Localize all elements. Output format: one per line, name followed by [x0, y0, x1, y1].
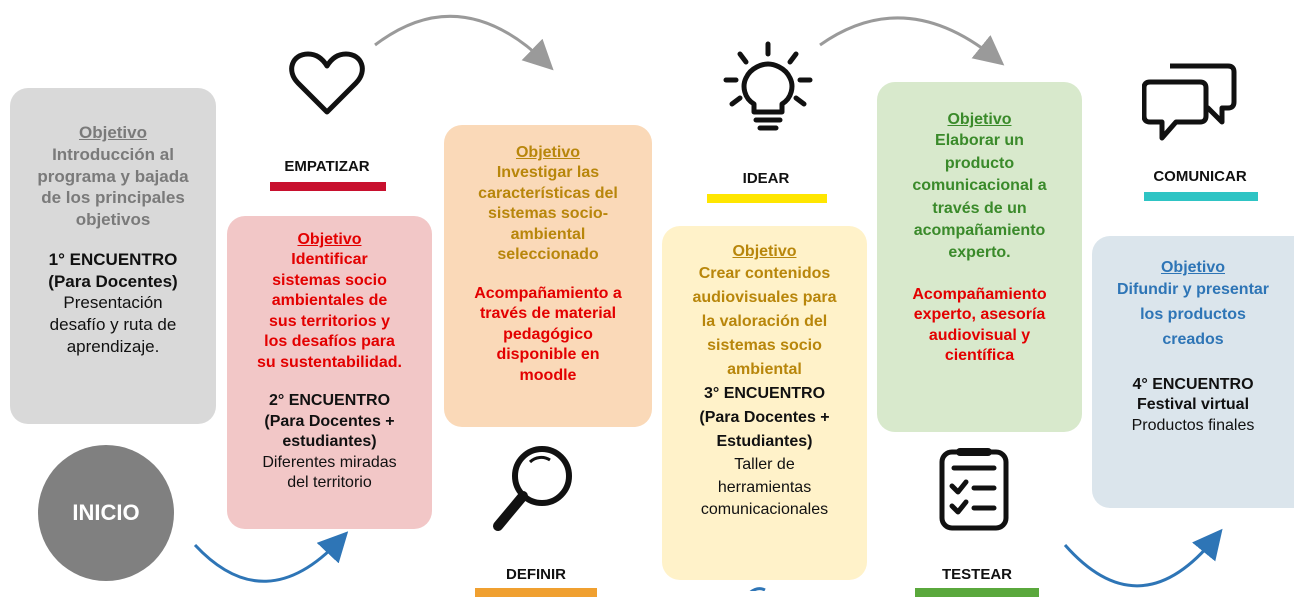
magnifier-icon — [490, 440, 580, 541]
empatizar-objective-title: Objetivo — [297, 231, 362, 248]
lightbulb-icon — [718, 40, 818, 145]
comunicar-meeting: 4° ENCUENTRO Festival virtual — [1132, 375, 1254, 414]
arrow-bottom-2 — [749, 587, 766, 591]
comunicar-objective-title: Objetivo — [1160, 259, 1225, 276]
empatizar-objective-text: Identificar sistemas socio ambientales d… — [257, 251, 402, 371]
comunicar-objective-text: Difundir y presentar los productos cread… — [1116, 281, 1270, 349]
definir-support: Acompañamiento a través de material peda… — [474, 284, 622, 384]
comunicar-detail: Productos finales — [1131, 416, 1255, 434]
empatizar-meeting: 2° ENCUENTRO (Para Docentes + estudiante… — [264, 392, 395, 451]
stage-label-testear: TESTEAR — [941, 566, 1012, 583]
testear-objective-title: Objetivo — [947, 111, 1012, 128]
stage-label-empatizar: EMPATIZAR — [284, 158, 370, 175]
start-circle: INICIO — [38, 445, 174, 581]
definir-objective-title: Objetivo — [515, 144, 580, 161]
intro-objective-title: Objetivo — [78, 123, 147, 142]
arrow-bottom-1 — [193, 531, 349, 583]
stage-label-comunicar: COMUNICAR — [1153, 168, 1247, 185]
stage-label-idear: IDEAR — [742, 170, 790, 187]
stage-bar-empatizar — [270, 182, 386, 191]
idear-detail: Taller de herramientas comunicacionales — [700, 456, 829, 519]
chat-bubbles-icon — [1141, 60, 1238, 149]
testear-objective-text: Elaborar un producto comunicacional a tr… — [912, 132, 1047, 262]
intro-meeting: 1° ENCUENTRO (Para Docentes) — [48, 249, 178, 291]
heart-icon — [288, 48, 366, 123]
intro-objective-text: Introducción al programa y bajada de los… — [37, 144, 189, 229]
testear-support: Acompañamiento experto, asesoría audiovi… — [912, 285, 1047, 365]
stage-bar-comunicar — [1144, 192, 1258, 201]
idear-card: Objetivo Crear contenidos audiovisuales … — [662, 226, 867, 580]
stage-bar-definir — [475, 588, 597, 597]
definir-objective-text: Investigar las características del siste… — [478, 164, 618, 264]
idear-objective-title: Objetivo — [732, 243, 797, 260]
stage-label-definir: DEFINIR — [506, 566, 566, 583]
idear-meeting: 3° ENCUENTRO (Para Docentes + Estudiante… — [699, 385, 830, 451]
definir-card: Objetivo Investigar las características … — [444, 125, 652, 427]
arrow-top-2 — [819, 16, 1005, 66]
testear-card: Objetivo Elaborar un producto comunicaci… — [877, 82, 1082, 432]
idear-objective-text: Crear contenidos audiovisuales para la v… — [692, 265, 837, 379]
arrow-top-1 — [374, 14, 554, 71]
checklist-icon — [938, 448, 1010, 537]
comunicar-card: Objetivo Difundir y presentar los produc… — [1092, 236, 1294, 508]
intro-card: Objetivo Introducción al programa y baja… — [10, 88, 216, 424]
empatizar-card: Objetivo Identificar sistemas socio ambi… — [227, 216, 432, 529]
stage-bar-testear — [915, 588, 1039, 597]
stage-bar-idear — [707, 194, 827, 203]
empatizar-detail: Diferentes miradas del territorio — [262, 453, 397, 492]
intro-detail: Presentación desafío y ruta de aprendiza… — [49, 293, 177, 356]
arrow-bottom-3 — [1063, 528, 1223, 588]
